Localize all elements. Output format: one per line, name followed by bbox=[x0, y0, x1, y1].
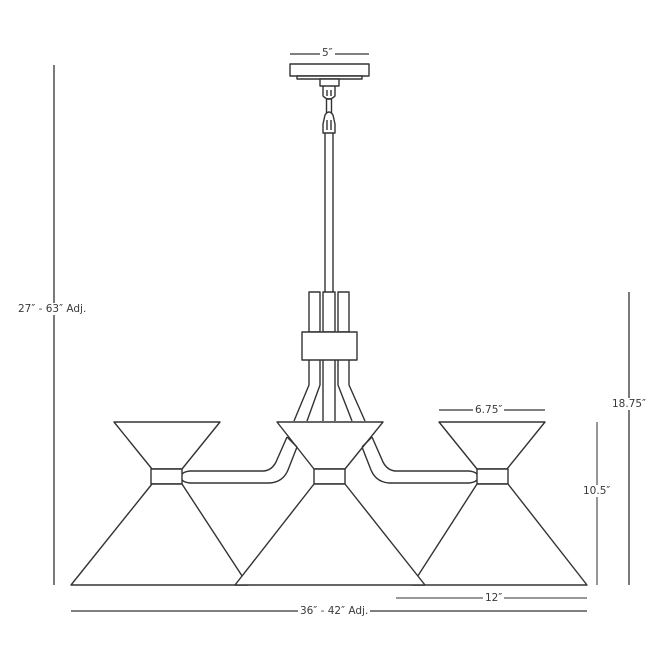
left-lamp bbox=[70, 421, 249, 586]
center-tube-cluster bbox=[308, 291, 350, 333]
ceiling-canopy bbox=[289, 63, 370, 87]
overall-height-label: 27″ - 63″ Adj. bbox=[16, 303, 89, 315]
shade-height-label: 10.5″ bbox=[581, 485, 613, 497]
center-collar bbox=[301, 331, 358, 361]
down-rod bbox=[324, 133, 334, 292]
canopy-width-label: 5″ bbox=[320, 47, 335, 59]
overall-width-label: 36″ - 42″ Adj. bbox=[298, 605, 371, 617]
center-arms bbox=[293, 360, 366, 422]
chain-links bbox=[322, 86, 336, 134]
body-height-label: 18.75″ bbox=[610, 398, 648, 410]
center-lamp bbox=[234, 421, 426, 586]
shade-bottom-width-label: 12″ bbox=[483, 592, 505, 604]
shade-top-width-label: 6.75″ bbox=[473, 404, 505, 416]
right-lamp bbox=[411, 421, 588, 586]
